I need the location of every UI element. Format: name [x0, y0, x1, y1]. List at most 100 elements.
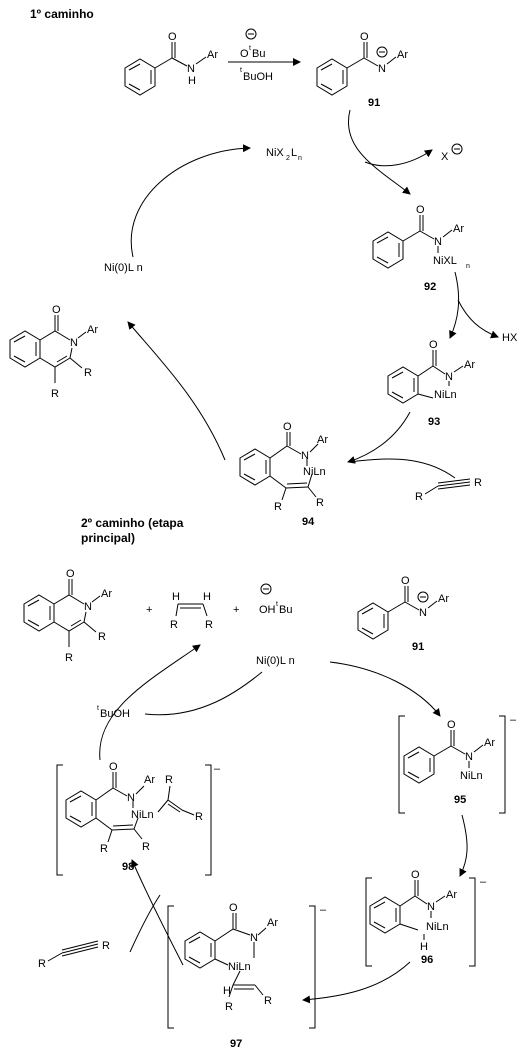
- route1-title: 1º caminho: [30, 7, 94, 21]
- atom-h: H: [188, 75, 196, 87]
- svg-text:NiLn: NiLn: [426, 921, 449, 933]
- route2-title-line2: principal): [81, 531, 135, 545]
- svg-text:R: R: [142, 841, 150, 853]
- nickelacycle-98-structure: – O N Ar NiLn R R R R: [56, 761, 221, 876]
- atom-n: N: [187, 63, 195, 75]
- compound-label-95: 95: [454, 794, 466, 806]
- isoquinolinone-product-2-structure: O N Ar R R: [23, 568, 112, 664]
- svg-text:Ar: Ar: [397, 49, 408, 61]
- cycle-arrow-94-to-product: [127, 321, 226, 461]
- svg-text:H: H: [203, 591, 211, 603]
- svg-text:NiLn: NiLn: [460, 770, 483, 782]
- svg-text:n: n: [466, 263, 470, 270]
- svg-text:O: O: [411, 869, 420, 881]
- svg-text:N: N: [434, 236, 442, 248]
- nickelacycle-96-structure: – O N Ar NiLn H: [365, 869, 487, 967]
- cycle-arrow-97-to-98: [131, 859, 184, 966]
- compound-label-92: 92: [424, 281, 436, 293]
- svg-text:H: H: [223, 985, 231, 997]
- svg-text:Ar: Ar: [144, 774, 155, 786]
- svg-text:Ar: Ar: [87, 324, 98, 336]
- svg-text:R: R: [274, 501, 282, 513]
- svg-text:R: R: [415, 491, 423, 503]
- cycle-arrow-ni0-to-95: [329, 661, 441, 717]
- compound-label-97: 97: [230, 1038, 242, 1050]
- x-release-arrow: [364, 149, 433, 167]
- cycle-arrow-91-to-92: [348, 109, 411, 195]
- svg-text:O: O: [401, 575, 410, 587]
- atom-ar: Ar: [207, 49, 218, 61]
- nickel-zero-label-2: Ni(0)L n: [256, 655, 295, 667]
- svg-text:n: n: [298, 155, 302, 162]
- nickel-zero-label: Ni(0)L n: [104, 262, 143, 274]
- svg-text:R: R: [474, 477, 482, 489]
- svg-text:N: N: [70, 337, 78, 349]
- svg-text:X: X: [441, 151, 449, 163]
- svg-text:Ar: Ar: [317, 434, 328, 446]
- svg-text:NiLn: NiLn: [434, 389, 457, 401]
- svg-text:R: R: [98, 631, 106, 643]
- halide-anion-label: X: [441, 143, 463, 163]
- svg-text:NiX: NiX: [266, 147, 284, 159]
- compound-label-93: 93: [428, 416, 440, 428]
- svg-text:Ar: Ar: [484, 737, 495, 749]
- svg-text:NiLn: NiLn: [131, 809, 154, 821]
- svg-text:BuOH: BuOH: [100, 708, 130, 720]
- svg-text:O: O: [240, 48, 249, 60]
- svg-text:R: R: [38, 958, 46, 970]
- compound-label-94: 94: [302, 516, 315, 528]
- svg-text:L: L: [291, 147, 297, 159]
- svg-text:–: –: [320, 904, 327, 916]
- svg-text:N: N: [419, 607, 427, 619]
- tert-butanol-label: OH t Bu: [259, 583, 292, 616]
- alkene-byproduct-structure: H H R R: [170, 591, 213, 631]
- svg-text:2: 2: [286, 155, 290, 162]
- svg-text:H: H: [420, 941, 428, 953]
- svg-text:–: –: [480, 876, 487, 888]
- svg-text:R: R: [165, 774, 173, 786]
- nickelacycle-94-structure: O N Ar NiLn R R: [239, 421, 328, 513]
- base-label: O t Bu: [240, 28, 265, 60]
- svg-text:Ar: Ar: [438, 593, 449, 605]
- svg-text:NiXL: NiXL: [433, 255, 457, 267]
- svg-text:NiLn: NiLn: [228, 961, 251, 973]
- amide-anion-91b-structure: O N Ar: [357, 575, 449, 640]
- cycle-arrow-96-to-97: [302, 961, 411, 1004]
- svg-text:OH: OH: [259, 604, 276, 616]
- svg-text:R: R: [195, 811, 203, 823]
- svg-text:Bu: Bu: [279, 604, 292, 616]
- cycle-arrow-95-to-96: [459, 814, 468, 877]
- svg-text:–: –: [214, 763, 221, 775]
- svg-text:Ar: Ar: [446, 889, 457, 901]
- alkyne-structure: R R: [415, 477, 482, 503]
- svg-text:Ar: Ar: [453, 223, 464, 235]
- svg-text:O: O: [429, 339, 438, 351]
- svg-text:R: R: [65, 652, 73, 664]
- nickel-amide-95-structure: – O N Ar NiLn: [398, 714, 517, 814]
- svg-text:O: O: [283, 421, 292, 433]
- svg-text:Ar: Ar: [101, 588, 112, 600]
- svg-text:R: R: [84, 367, 92, 379]
- svg-text:t: t: [276, 601, 278, 608]
- nickelacycle-93-structure: O N Ar NiLn: [387, 339, 475, 404]
- svg-text:–: –: [510, 714, 517, 726]
- svg-text:O: O: [360, 31, 369, 43]
- svg-text:R: R: [205, 619, 213, 631]
- svg-text:N: N: [250, 932, 258, 944]
- svg-text:Ar: Ar: [464, 359, 475, 371]
- svg-text:O: O: [416, 204, 425, 216]
- nickel-amide-92-structure: O N Ar NiXL n: [372, 204, 470, 270]
- svg-text:N: N: [301, 450, 309, 462]
- amide-anion-91-structure: O N Ar: [316, 31, 408, 96]
- svg-text:O: O: [447, 719, 456, 731]
- svg-text:N: N: [378, 63, 386, 75]
- isoquinolinone-product-structure: O N Ar R R: [9, 304, 98, 400]
- protonation-arrow: [144, 671, 263, 716]
- svg-text:O: O: [66, 568, 75, 580]
- svg-text:t: t: [240, 67, 242, 74]
- svg-text:O: O: [52, 304, 61, 316]
- svg-text:R: R: [170, 619, 178, 631]
- alkyne-insertion-arrow: [349, 458, 456, 479]
- svg-text:R: R: [316, 497, 324, 509]
